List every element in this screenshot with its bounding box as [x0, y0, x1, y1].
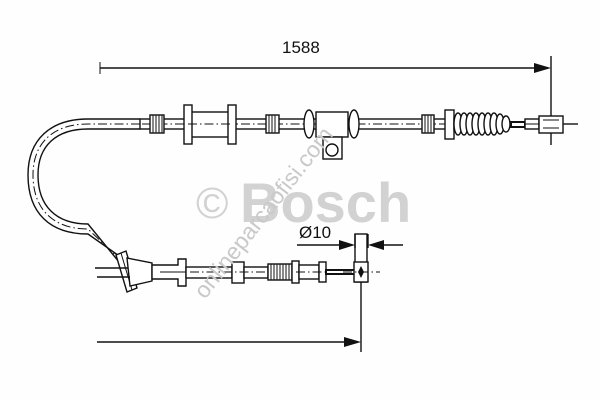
diameter-arrow-left [339, 240, 355, 250]
dimension-label-1588: 1588 [282, 38, 320, 57]
watermark-copyright-symbol: © [196, 179, 228, 228]
diameter-arrow-right [368, 240, 384, 250]
cable-assembly-upper [27, 104, 578, 274]
branch-dimension-arrow [344, 337, 361, 347]
watermark-brand-text: Bosch [240, 171, 411, 234]
end-fitting-right [510, 115, 578, 134]
dimension-overall-length: 1588 [99, 38, 552, 145]
cable-assembly-lower [95, 233, 380, 352]
dimension-branch-length [97, 337, 361, 347]
lower-cable-run [95, 261, 269, 284]
dimension-arrow-right [534, 63, 551, 73]
watermark-bosch: © Bosch [196, 171, 411, 234]
bracket-collar-left [303, 109, 315, 139]
sheath-outer-top [27, 118, 140, 266]
bracket-block [303, 109, 360, 160]
bellows-collar-left [444, 109, 455, 140]
eyelet-plate [343, 233, 380, 352]
sheath-centerline [32, 123, 140, 270]
ferrule-b [265, 114, 280, 134]
dimension-eyelet-diameter: Ø10 [297, 223, 403, 250]
ferrule-a [149, 114, 165, 134]
bracket-collar-right [348, 109, 360, 139]
dimension-label-diameter: Ø10 [299, 223, 331, 242]
sheath-outer-bottom [37, 128, 140, 274]
sleeve-a [183, 104, 237, 145]
end-fitting-left [115, 250, 187, 293]
end-cap [538, 115, 564, 134]
grommet-cone [126, 257, 153, 287]
bellows-coil-9 [501, 115, 511, 133]
wire-stub [510, 121, 526, 128]
bellows [453, 112, 511, 136]
threaded-adjuster [267, 260, 327, 284]
bracket-eyelet-hole [325, 143, 339, 157]
